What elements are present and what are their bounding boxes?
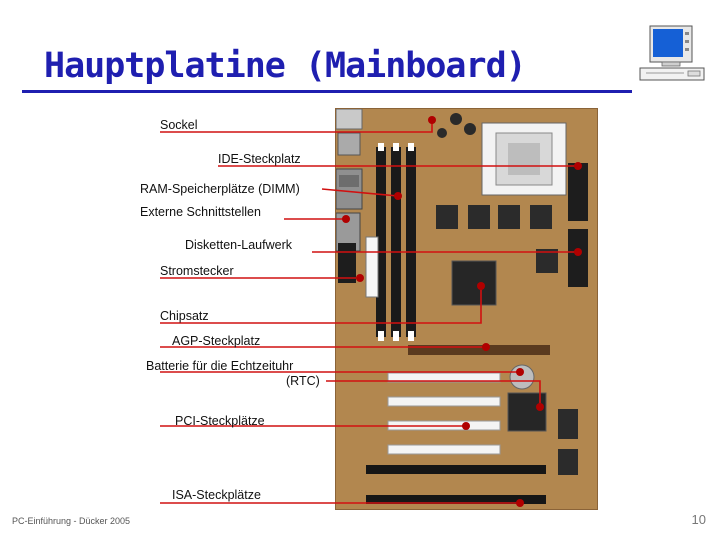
- callout-dot-ide: [574, 162, 582, 170]
- mainboard-photo: [335, 108, 598, 510]
- label-chipsatz: Chipsatz: [160, 309, 209, 323]
- label-sockel: Sockel: [160, 118, 198, 132]
- label-pci-steckplaetze: PCI-Steckplätze: [175, 414, 265, 428]
- callout-dot-ram: [394, 192, 402, 200]
- callout-line-sockel: [160, 120, 433, 133]
- label-isa-steckplaetze: ISA-Steckplätze: [172, 488, 261, 502]
- callout-dot-agp: [482, 343, 490, 351]
- mainboard-drawing: [335, 108, 588, 504]
- label-stromstecker: Stromstecker: [160, 264, 234, 278]
- slide-title: Hauptplatine (Mainboard): [44, 46, 527, 86]
- callout-line-rtc: [326, 380, 541, 407]
- label-agp-steckplatz: AGP-Steckplatz: [172, 334, 261, 348]
- page-number: 10: [691, 512, 706, 527]
- label-ram-speicherplaetze: RAM-Speicherplätze (DIMM): [140, 182, 300, 196]
- desktop-computer-icon: [639, 25, 705, 81]
- callout-dot-extern: [342, 215, 350, 223]
- label-batterie-rtc: (RTC): [286, 374, 320, 388]
- callout-dot-batterie: [516, 368, 524, 376]
- callout-dot-chipsatz: [477, 282, 485, 290]
- label-ide-steckplatz: IDE-Steckplatz: [218, 152, 301, 166]
- callout-line-ram: [321, 188, 399, 197]
- label-batterie-echtzeituhr: Batterie für die Echtzeituhr: [146, 359, 294, 373]
- callout-dot-strom: [356, 274, 364, 282]
- callout-dot-sockel: [428, 116, 436, 124]
- label-disketten-laufwerk: Disketten-Laufwerk: [185, 238, 292, 252]
- callout-dot-pci: [462, 422, 470, 430]
- callout-line-chipsatz: [160, 286, 482, 324]
- label-externe-schnittstellen: Externe Schnittstellen: [140, 205, 261, 219]
- footer-text: PC-Einführung - Dücker 2005: [12, 516, 131, 526]
- callout-dot-rtc: [536, 403, 544, 411]
- title-underline: [22, 90, 632, 93]
- callout-dot-disketten: [574, 248, 582, 256]
- callout-dot-isa: [516, 499, 524, 507]
